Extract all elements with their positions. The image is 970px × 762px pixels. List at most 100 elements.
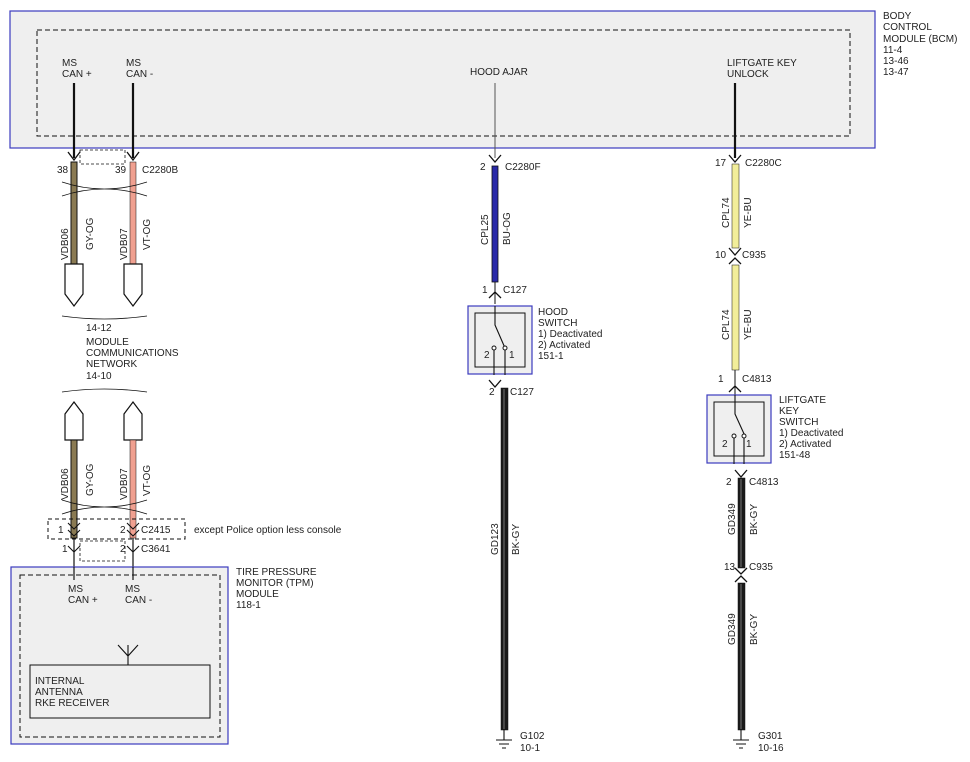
terminator-vdb06-top [64,263,84,307]
svg-text:2) Activated: 2) Activated [538,340,590,351]
svg-text:CAN +: CAN + [62,69,92,80]
wire-vdb06-bot [70,439,78,539]
svg-text:1) Deactivated: 1) Deactivated [538,329,602,340]
svg-text:ANTENNA: ANTENNA [35,687,83,698]
tpm-pin-can-minus: MS CAN - [125,584,152,606]
wire-gd349-top-circuit: GD349 [727,503,738,535]
c3641-name: C3641 [141,544,171,555]
c2415-pin2-label: 2 [120,525,126,536]
hood-switch-module [467,305,533,375]
wire-cpl25-color: BU-OG [502,212,513,245]
wire-gd349-bot-circuit: GD349 [727,613,738,645]
hood-switch-contact-1 [502,345,508,351]
wire-gd349-bot-color: BK-GY [749,614,760,645]
hood-switch-contacts [493,306,506,375]
hood-switch-pos1: 1 [509,350,515,361]
c3641-pin1-label: 1 [62,544,68,555]
bcm-pin-ms-can-plus: MS CAN + [62,58,92,80]
liftgate-switch-inner [713,401,765,457]
c3641-pin2-symbol [126,545,140,553]
wire-vdb06-bot-circuit: VDB06 [60,468,71,500]
wire-gd123-color: BK-GY [511,524,522,555]
c935-top-pin-label: 10 [715,250,727,261]
wire-cpl25 [491,165,499,283]
bcm-pin-hood-ajar: HOOD AJAR [470,67,528,78]
c935-top-name: C935 [742,250,766,261]
svg-text:CAN +: CAN + [68,595,98,606]
liftgate-switch-label: LIFTGATE KEY SWITCH 1) Deactivated 2) Ac… [779,395,843,461]
liftgate-switch-pos2: 2 [722,439,728,450]
bcm-title: BODY CONTROL MODULE (BCM) 11-4 13-46 13-… [883,11,957,78]
svg-text:HOOD: HOOD [538,307,568,318]
wire-gd123-circuit: GD123 [490,523,501,555]
svg-text:MS: MS [62,58,77,69]
svg-text:CAN -: CAN - [126,69,153,80]
liftgate-switch-pos1: 1 [746,439,752,450]
svg-text:RKE RECEIVER: RKE RECEIVER [35,698,109,709]
c2415-pin1-symbol [67,522,81,537]
svg-text:151-1: 151-1 [538,351,564,362]
svg-text:LIFTGATE KEY: LIFTGATE KEY [727,58,797,69]
c3641-pin2-label: 2 [120,544,126,555]
c2280c-pin-symbol [728,154,742,163]
antenna-icon [117,644,139,665]
svg-text:CAN -: CAN - [125,595,152,606]
tpm-internal-label: INTERNAL ANTENNA RKE RECEIVER [35,676,109,709]
wire-vdb06-top-color: GY-OG [85,217,96,250]
c935-bot-pin-label: 13 [724,562,736,573]
network-ref-bot: 14-10 [86,371,112,382]
svg-text:LIFTGATE: LIFTGATE [779,395,826,406]
c4813-bot-pin-label: 2 [726,477,732,488]
svg-text:COMMUNICATIONS: COMMUNICATIONS [86,348,179,359]
bcm-inner-boundary [36,29,851,137]
svg-text:118-1: 118-1 [236,600,261,611]
svg-text:MODULE: MODULE [236,589,279,600]
svg-text:SWITCH: SWITCH [538,318,577,329]
hood-switch-inner [474,312,526,368]
ground-g102-name: G102 [520,731,545,742]
liftgate-switch-contact-1 [741,433,747,439]
svg-text:NETWORK: NETWORK [86,359,137,370]
wire-cpl74-bot [731,264,740,371]
ground-g301-icon [733,730,749,749]
svg-text:13-47: 13-47 [883,67,909,78]
tpm-pin-can-plus: MS CAN + [68,584,98,606]
c2280f-pin-symbol [488,154,502,163]
c4813-top-name: C4813 [742,374,772,385]
wire-vdb07-bot-color: VT-OG [142,465,153,496]
network-ref-top: 14-12 [86,323,112,334]
tpm-inner-boundary [19,574,221,738]
c127-top-pin-symbol [488,291,502,299]
c935-top-symbol [728,247,742,265]
c2280b-pin38-symbol [67,151,81,162]
tpm-title: TIRE PRESSURE MONITOR (TPM) MODULE 118-1 [236,567,317,611]
wire-vdb07-top-color: VT-OG [142,219,153,250]
c2415-pin1-label: 1 [58,525,64,536]
c2280f-name: C2280F [505,162,541,173]
svg-text:1) Deactivated: 1) Deactivated [779,428,843,439]
svg-text:TIRE PRESSURE: TIRE PRESSURE [236,567,317,578]
ground-g102-icon [496,730,512,749]
svg-text:CONTROL: CONTROL [883,22,932,33]
terminator-vdb07-bot [123,401,143,441]
c935-bot-name: C935 [749,562,773,573]
ground-g301-name: G301 [758,731,783,742]
wire-vdb07-bot [129,439,137,539]
svg-text:SWITCH: SWITCH [779,417,818,428]
c127-top-name: C127 [503,285,527,296]
tpm-internal-box [29,664,211,719]
liftgate-switch-module [706,394,772,464]
c2280b-pin39-symbol [126,151,140,162]
svg-text:MS: MS [68,584,83,595]
hood-switch-contact-2 [491,345,497,351]
c3641-pin1-symbol [67,545,81,553]
svg-text:UNLOCK: UNLOCK [727,69,769,80]
c4813-bot-name: C4813 [749,477,779,488]
wire-vdb07-top [129,161,137,265]
svg-text:151-48: 151-48 [779,450,811,461]
wire-vdb06-bot-color: GY-OG [85,463,96,496]
c2415-name: C2415 [141,525,171,536]
svg-text:INTERNAL: INTERNAL [35,676,85,687]
ground-g102-ref: 10-1 [520,743,540,754]
